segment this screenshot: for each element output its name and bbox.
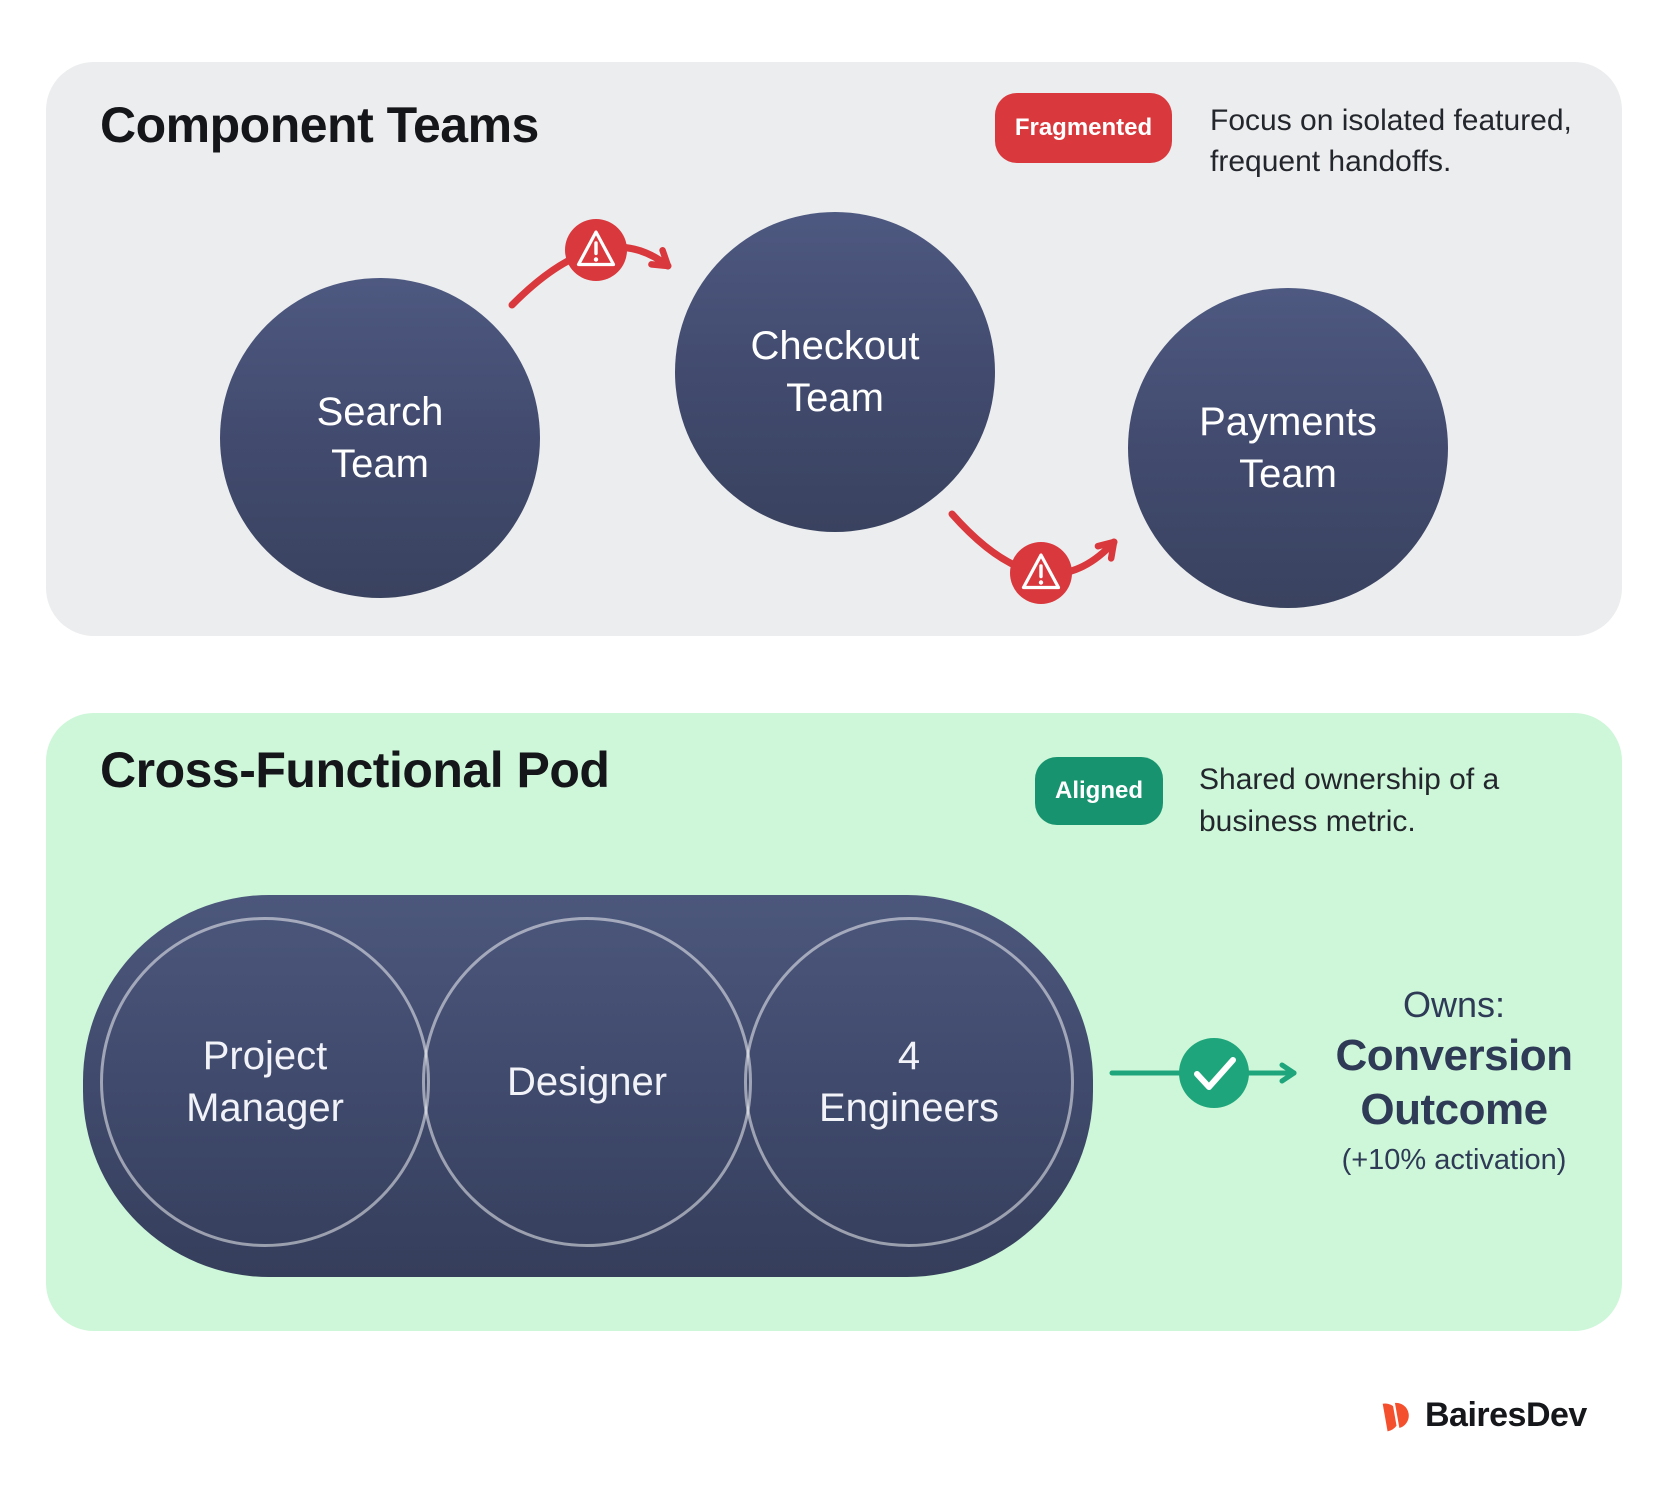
aligned-description-line2: business metric. bbox=[1199, 805, 1416, 838]
role-designer-line1: Designer bbox=[506, 1060, 668, 1104]
cross-functional-pod-title: Cross-Functional Pod bbox=[100, 742, 610, 798]
brand-logo-icon bbox=[1382, 1399, 1412, 1431]
role-designer: Designer bbox=[422, 1056, 752, 1108]
component-teams-panel: Component Teams Fragmented Focus on isol… bbox=[46, 62, 1622, 636]
fragmented-badge: Fragmented bbox=[995, 93, 1172, 163]
cross-functional-pod-panel: Cross-Functional Pod Aligned Shared owne… bbox=[46, 713, 1622, 1331]
warning-icon bbox=[1008, 540, 1074, 606]
fragmented-description-line2: frequent handoffs. bbox=[1210, 145, 1452, 178]
search-team-label-line2: Team bbox=[331, 442, 429, 486]
role-engineers: 4 Engineers bbox=[744, 1030, 1074, 1134]
brand-logo-text: BairesDev bbox=[1425, 1396, 1587, 1434]
aligned-badge: Aligned bbox=[1035, 757, 1163, 825]
metric-line1: Conversion bbox=[1335, 1031, 1573, 1080]
handoff-arrow-1 bbox=[508, 243, 672, 309]
aligned-badge-label: Aligned bbox=[1055, 777, 1143, 804]
payments-team-label: Payments Team bbox=[1199, 396, 1377, 500]
pod-capsule bbox=[83, 895, 1093, 1277]
fragmented-description-line1: Focus on isolated featured, bbox=[1210, 104, 1572, 137]
checkout-team-label-line2: Team bbox=[786, 376, 884, 420]
metric-detail: (+10% activation) bbox=[1341, 1144, 1567, 1176]
owns-label: Owns: bbox=[1402, 984, 1506, 1025]
aligned-description: Shared ownership of a business metric. bbox=[1199, 759, 1499, 843]
pod-member-circle-outline bbox=[744, 917, 1074, 1247]
role-engineers-line1: 4 bbox=[897, 1034, 921, 1078]
search-team-circle: Search Team bbox=[220, 278, 540, 598]
role-project-manager-line1: Project bbox=[202, 1034, 328, 1078]
search-team-label: Search Team bbox=[317, 386, 444, 490]
checkout-team-circle: Checkout Team bbox=[675, 212, 995, 532]
metric-line2: Outcome bbox=[1360, 1085, 1548, 1134]
handoff-arrow-2 bbox=[948, 510, 1118, 578]
warning-icon bbox=[563, 217, 629, 283]
ownership-outcome: Owns: Conversion Outcome (+10% activatio… bbox=[1304, 981, 1604, 1183]
role-project-manager-line2: Manager bbox=[186, 1086, 344, 1130]
check-mark bbox=[1194, 1057, 1236, 1090]
aligned-description-line1: Shared ownership of a bbox=[1199, 763, 1500, 796]
search-team-label-line1: Search bbox=[316, 390, 444, 434]
checkout-team-label-line1: Checkout bbox=[750, 324, 920, 368]
fragmented-description: Focus on isolated featured, frequent han… bbox=[1210, 100, 1572, 182]
role-engineers-line2: Engineers bbox=[818, 1086, 1000, 1130]
brand-logo: BairesDev bbox=[1378, 1396, 1587, 1435]
payments-team-label-line1: Payments bbox=[1199, 400, 1377, 444]
payments-team-circle: Payments Team bbox=[1128, 288, 1448, 608]
component-teams-title: Component Teams bbox=[100, 97, 539, 153]
fragmented-badge-label: Fragmented bbox=[1014, 114, 1153, 141]
check-icon bbox=[1179, 1038, 1249, 1108]
checkout-team-label: Checkout Team bbox=[751, 320, 920, 424]
payments-team-label-line2: Team bbox=[1239, 452, 1337, 496]
role-project-manager: Project Manager bbox=[100, 1030, 430, 1134]
